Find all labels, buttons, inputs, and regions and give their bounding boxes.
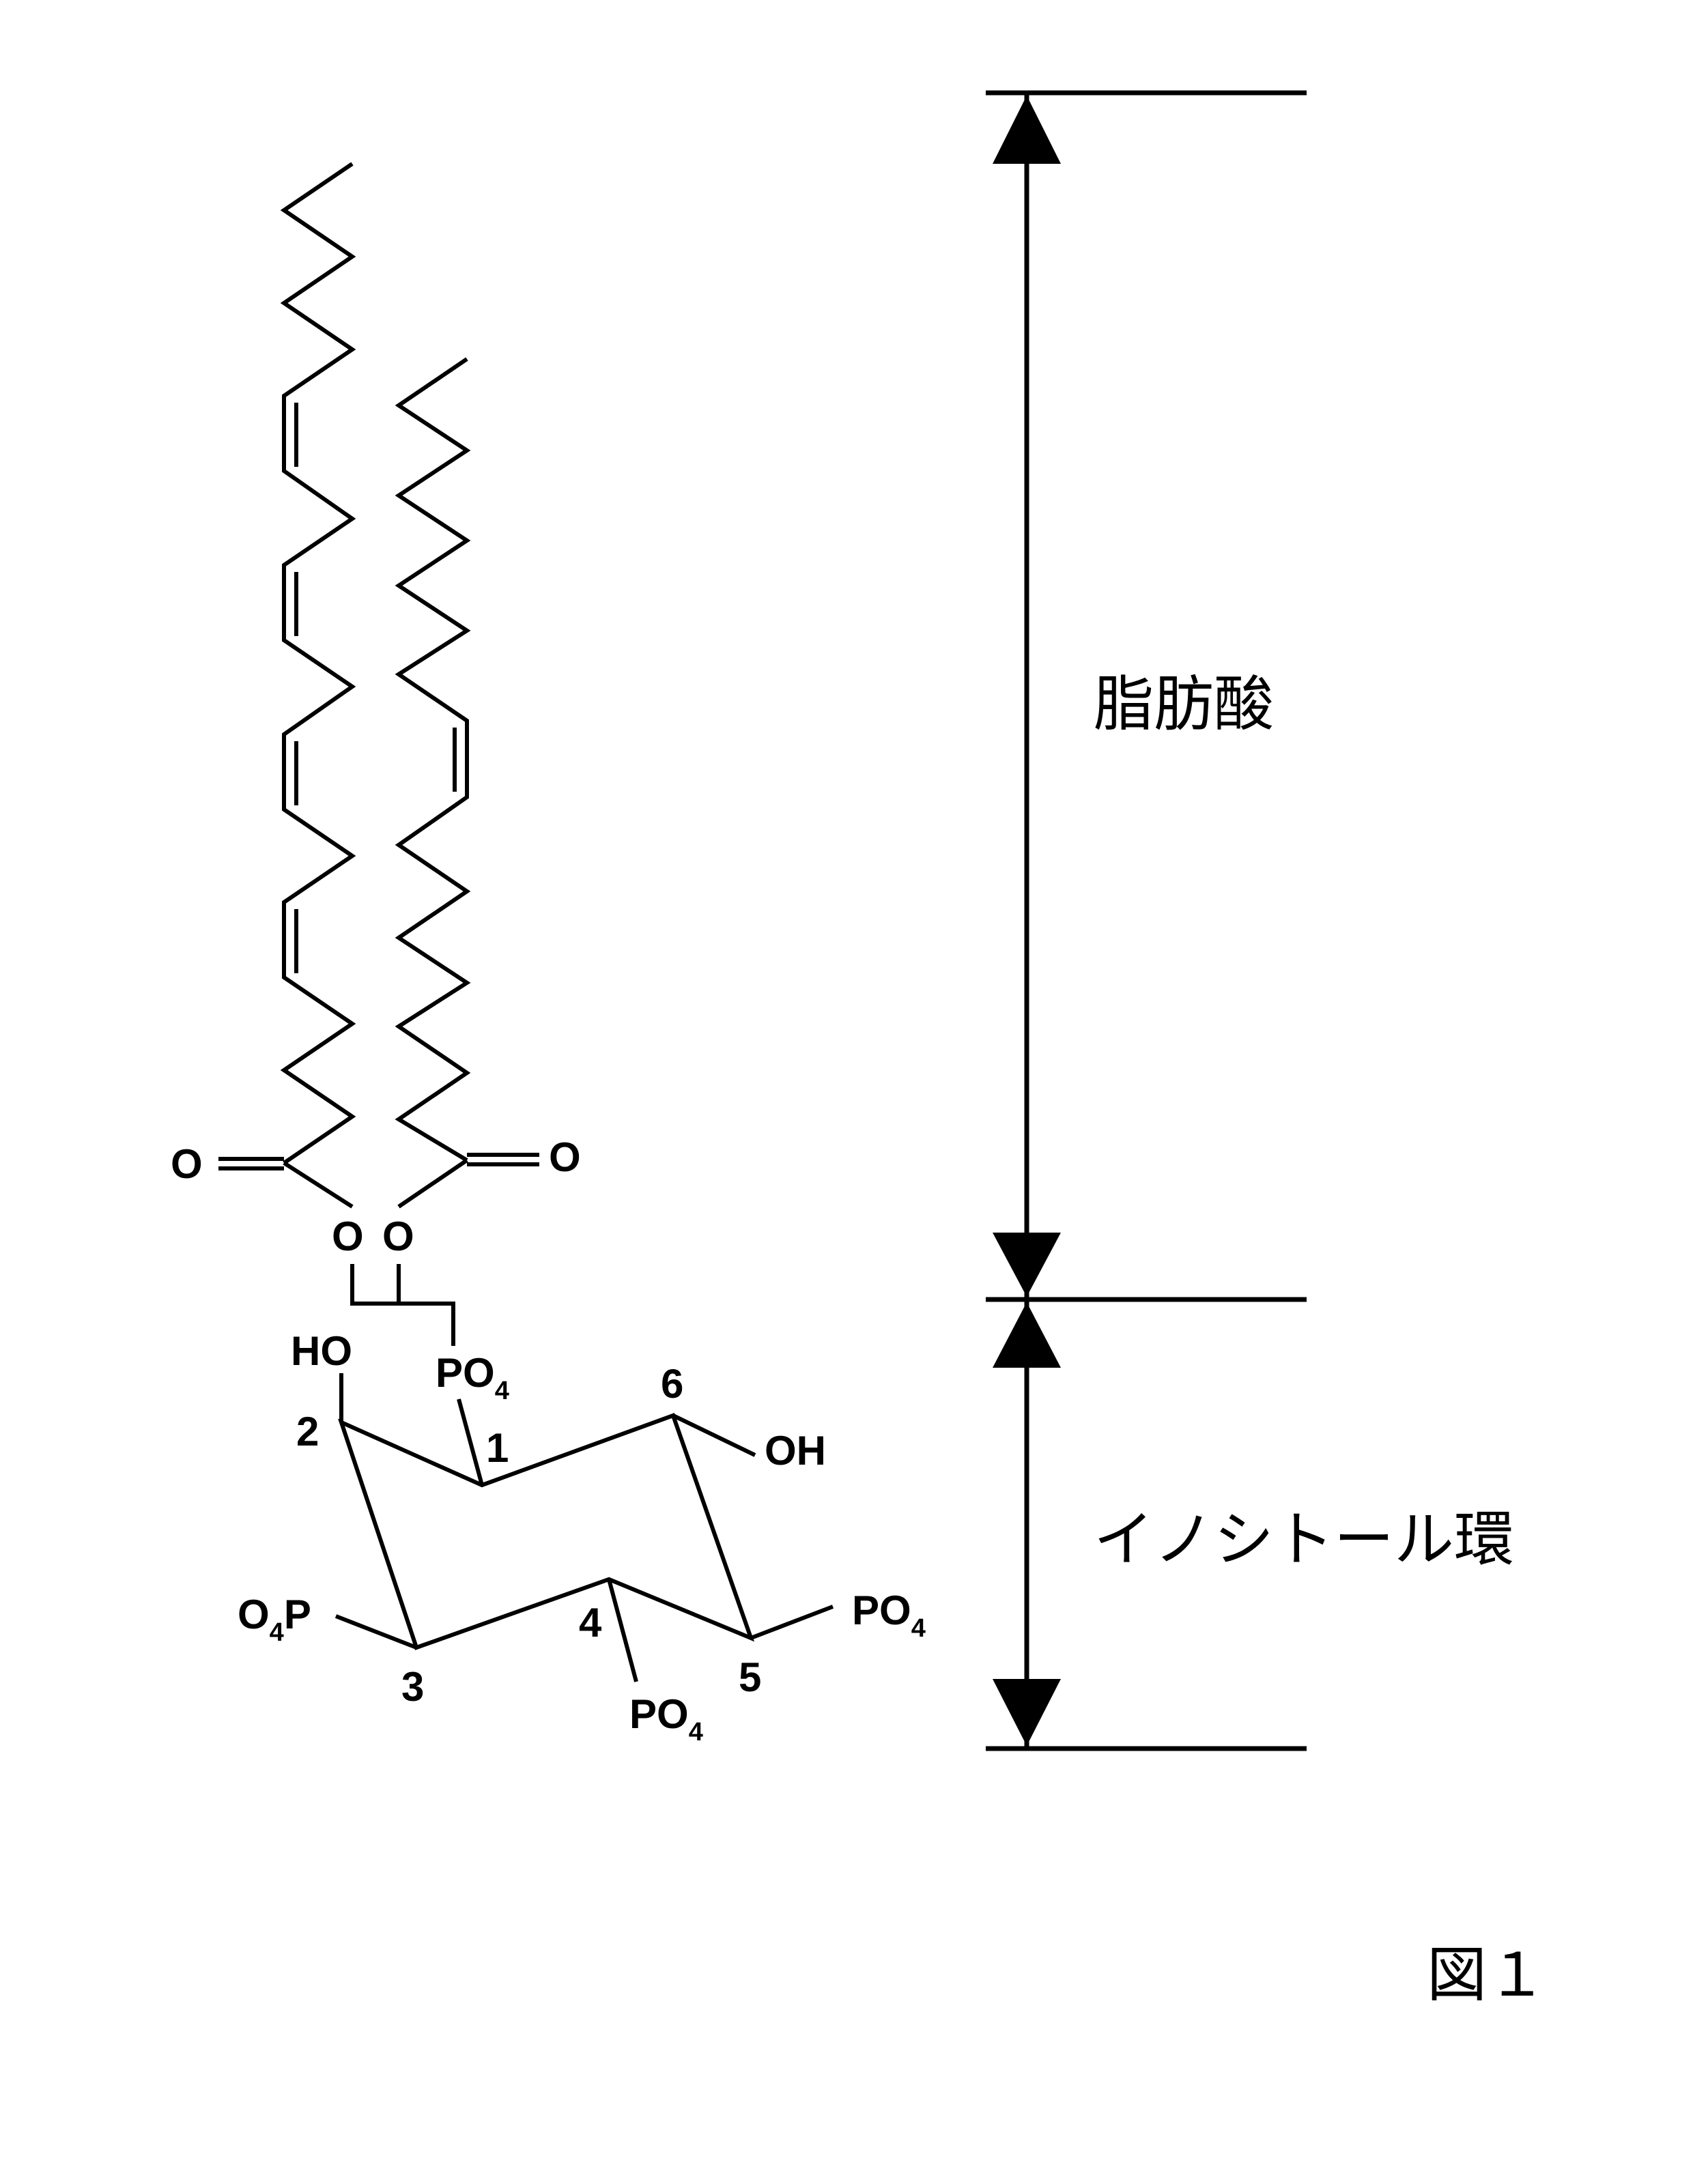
phosphate-c1: PO4 [436,1350,509,1405]
label-inositol-ring: イノシトール環 [1094,1504,1514,1575]
label-fatty-acid: 脂肪酸 [1094,669,1274,739]
glycerol-ester-bonds [218,1153,539,1346]
ester-oxygen-left: O [332,1213,364,1259]
ring-number-2: 2 [296,1409,319,1454]
inositol-ring [335,1373,834,1682]
dimension-bracket [986,90,1307,1751]
ring-number-4: 4 [579,1600,602,1646]
arrow-down-icon [993,1679,1061,1746]
phosphate-c5: PO4 [852,1587,926,1643]
arrow-up-icon [993,1302,1061,1368]
arrow-down-icon [993,1233,1061,1297]
carbonyl-oxygen-right: O [549,1134,581,1180]
ester-oxygen-right: O [382,1213,414,1259]
arrow-up-icon [993,96,1061,164]
phosphate-c3: O4P [238,1592,311,1647]
ring-number-6: 6 [661,1361,683,1407]
ring-number-3: 3 [401,1664,424,1710]
hydroxyl-c6: OH [765,1428,826,1474]
phosphate-c4: PO4 [629,1691,703,1747]
ring-number-5: 5 [739,1654,761,1700]
fatty-acid-chain-left [280,162,356,1165]
carbonyl-oxygen-left: O [171,1141,203,1187]
fatty-acid-chain-right [395,357,471,1162]
figure-label: 図１ [1427,1940,1547,2010]
ring-number-1: 1 [486,1425,509,1471]
hydroxyl-c2: HO [291,1328,352,1374]
